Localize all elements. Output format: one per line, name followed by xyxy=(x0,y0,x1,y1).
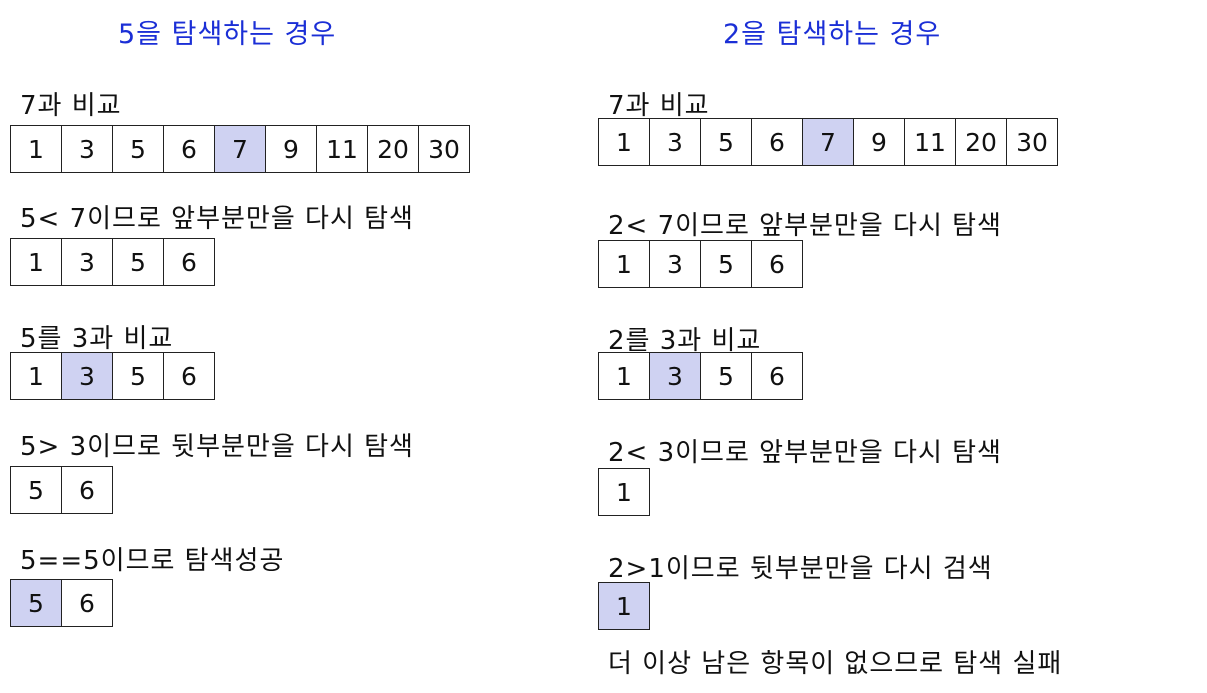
array-cell: 9 xyxy=(265,125,317,173)
right-step-4-array: 1 xyxy=(598,468,650,516)
right-step-5-caption: 2>1이므로 뒷부분만을 다시 검색 xyxy=(608,554,993,584)
array-cell: 20 xyxy=(367,125,419,173)
array-cell: 3 xyxy=(61,352,113,400)
left-step-5-caption: 5==5이므로 탐색성공 xyxy=(20,546,285,576)
array-cell: 7 xyxy=(214,125,266,173)
array-cell: 5 xyxy=(112,238,164,286)
array-cell: 6 xyxy=(163,352,215,400)
array-cell: 6 xyxy=(61,579,113,627)
array-cell: 5 xyxy=(10,466,62,514)
array-cell: 9 xyxy=(853,118,905,166)
array-cell: 5 xyxy=(112,125,164,173)
array-cell: 7 xyxy=(802,118,854,166)
array-cell: 1 xyxy=(10,125,62,173)
array-cell: 6 xyxy=(61,466,113,514)
left-step-1-caption: 7과 비교 xyxy=(20,91,122,121)
array-cell: 1 xyxy=(598,240,650,288)
array-cell: 3 xyxy=(649,118,701,166)
right-final-caption: 더 이상 남은 항목이 없으므로 탐색 실패 xyxy=(608,649,1063,679)
array-cell: 3 xyxy=(649,240,701,288)
right-step-3-caption: 2를 3과 비교 xyxy=(608,326,762,356)
array-cell: 1 xyxy=(10,238,62,286)
array-cell: 5 xyxy=(700,118,752,166)
array-cell: 30 xyxy=(1006,118,1058,166)
array-cell: 6 xyxy=(163,238,215,286)
array-cell: 30 xyxy=(418,125,470,173)
left-step-4-caption: 5> 3이므로 뒷부분만을 다시 탐색 xyxy=(20,432,414,462)
array-cell: 1 xyxy=(598,118,650,166)
array-cell: 6 xyxy=(163,125,215,173)
right-step-2-caption: 2< 7이므로 앞부분만을 다시 탐색 xyxy=(608,211,1002,241)
array-cell: 3 xyxy=(61,238,113,286)
array-cell: 1 xyxy=(598,468,650,516)
right-step-4-caption: 2< 3이므로 앞부분만을 다시 탐색 xyxy=(608,438,1002,468)
array-cell: 5 xyxy=(700,352,752,400)
array-cell: 20 xyxy=(955,118,1007,166)
array-cell: 3 xyxy=(649,352,701,400)
array-cell: 6 xyxy=(751,240,803,288)
array-cell: 1 xyxy=(10,352,62,400)
array-cell: 1 xyxy=(598,352,650,400)
left-step-2-caption: 5< 7이므로 앞부분만을 다시 탐색 xyxy=(20,204,414,234)
array-cell: 6 xyxy=(751,118,803,166)
array-cell: 5 xyxy=(10,579,62,627)
array-cell: 3 xyxy=(61,125,113,173)
right-title: 2을 탐색하는 경우 xyxy=(723,19,942,50)
array-cell: 11 xyxy=(316,125,368,173)
right-step-1-caption: 7과 비교 xyxy=(608,91,710,121)
right-step-5-array: 1 xyxy=(598,582,650,630)
array-cell: 1 xyxy=(598,582,650,630)
array-cell: 5 xyxy=(700,240,752,288)
array-cell: 6 xyxy=(751,352,803,400)
left-step-3-caption: 5를 3과 비교 xyxy=(20,324,174,354)
array-cell: 11 xyxy=(904,118,956,166)
left-title: 5을 탐색하는 경우 xyxy=(118,19,337,50)
array-cell: 5 xyxy=(112,352,164,400)
